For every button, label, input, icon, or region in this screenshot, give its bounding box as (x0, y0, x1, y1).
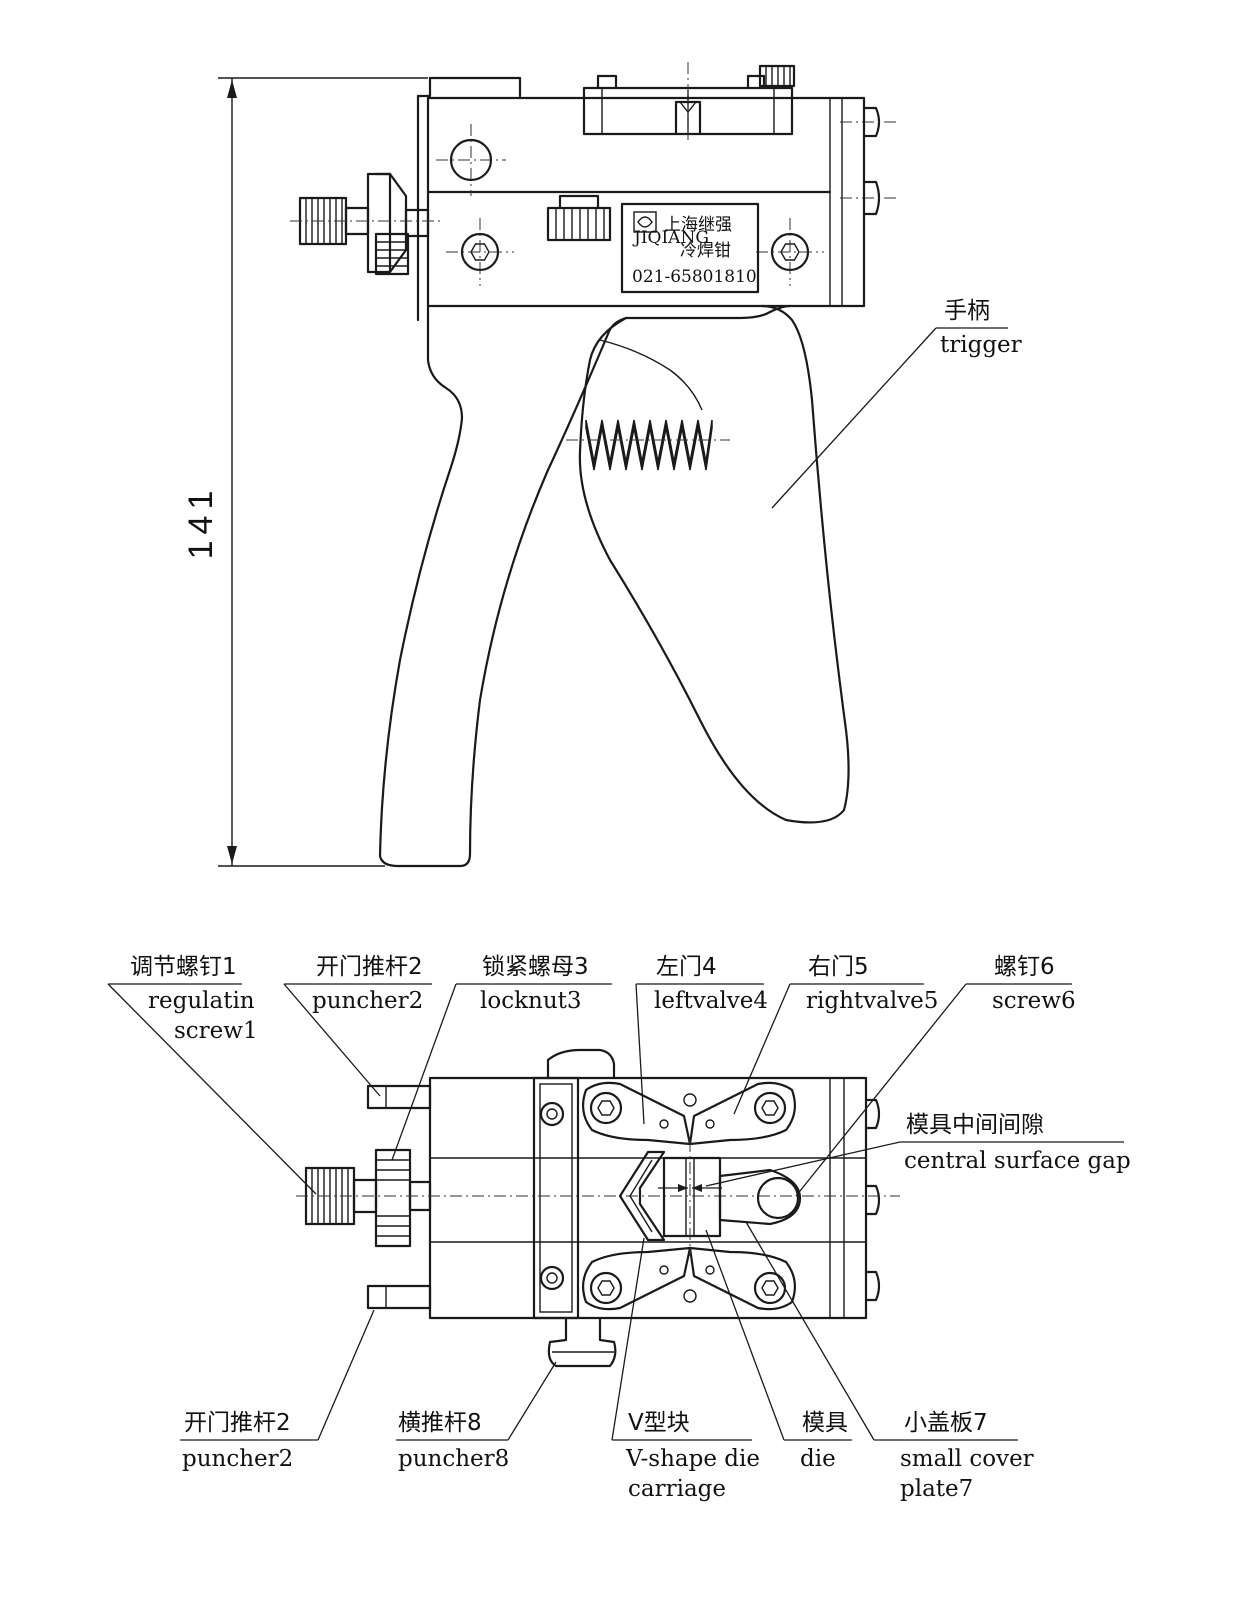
trigger-label-en: trigger (940, 332, 1022, 358)
rear-adjusting-screw (290, 172, 440, 276)
callout-puncher2-top: 开门推杆2 puncher2 (283, 954, 432, 1097)
callout-die: 模具 die (705, 1229, 852, 1472)
v-shape-label-zh: V型块 (628, 1410, 690, 1436)
screw6-label-zh: 螺钉6 (994, 954, 1055, 980)
locknut-label-en: locknut3 (480, 988, 582, 1014)
height-dimension-label: 141 (182, 485, 220, 560)
v-shape-label-en1: V-shape die (625, 1446, 760, 1472)
die (662, 1156, 722, 1238)
central-gap-label-en: central surface gap (904, 1148, 1131, 1174)
regulating-screw-label-zh: 调节螺钉1 (130, 954, 237, 980)
screw6-label-en: screw6 (992, 988, 1076, 1014)
callout-locknut: 锁紧螺母3 locknut3 (391, 954, 612, 1161)
height-dimension: 141 (182, 77, 428, 867)
side-knurled-knob (546, 206, 612, 242)
die-label-zh: 模具 (802, 1410, 848, 1436)
callout-rightvalve: 右门5 rightvalve5 (733, 954, 938, 1115)
top-locknut (374, 1148, 412, 1248)
callout-regulating-screw: 调节螺钉1 regulatin screw1 (107, 954, 317, 1195)
callout-leftvalve: 左门4 leftvalve4 (635, 954, 768, 1125)
return-spring (566, 419, 730, 471)
v-shape-label-en2: carriage (628, 1476, 726, 1502)
puncher2-top-label-en: puncher2 (312, 988, 423, 1014)
locknut-label-zh: 锁紧螺母3 (482, 954, 589, 980)
central-gap-label-zh: 模具中间间隙 (906, 1112, 1044, 1138)
small-cover-label-en2: plate7 (900, 1476, 973, 1502)
trigger-label-zh: 手柄 (944, 298, 990, 324)
small-cover-label-en1: small cover (900, 1446, 1034, 1472)
callout-puncher8: 横推杆8 puncher8 (396, 1361, 557, 1472)
bottom-valves (581, 1246, 797, 1311)
right-valve (688, 1081, 797, 1146)
puncher8-label-zh: 横推杆8 (398, 1410, 482, 1436)
puncher2-top-label-zh: 开门推杆2 (316, 954, 423, 980)
puncher2-bottom-label-en: puncher2 (182, 1446, 293, 1472)
puncher8-label-en: puncher8 (398, 1446, 509, 1472)
logo-text: JIQIANG (632, 228, 709, 248)
trigger-callout: 手柄 trigger (771, 298, 1022, 509)
trigger-handle (578, 304, 850, 824)
leftvalve-label-en: leftvalve4 (654, 988, 768, 1014)
die-label-en: die (800, 1446, 836, 1472)
logo-icon (633, 211, 657, 233)
callout-puncher2-bottom: 开门推杆2 puncher2 (180, 1309, 375, 1472)
callout-screw6: 螺钉6 screw6 (795, 954, 1076, 1197)
side-view: 141 (182, 62, 1022, 868)
regulating-screw-label-en1: regulatin (148, 988, 255, 1014)
screw6-head (756, 1176, 800, 1220)
top-knurled-nut (758, 64, 796, 88)
left-valve (581, 1081, 692, 1146)
regulating-screw-label-en2: screw1 (174, 1018, 258, 1044)
callout-small-cover: 小盖板7 small cover plate7 (745, 1221, 1034, 1502)
callout-central-gap: 模具中间间隙 central surface gap (705, 1112, 1131, 1187)
rear-plate (416, 76, 522, 322)
small-cover-plate (718, 1168, 802, 1226)
nameplate-company: 上海继强 (664, 215, 732, 235)
hex-screw-right (756, 218, 824, 286)
rightvalve-label-zh: 右门5 (808, 954, 869, 980)
nameplate-phone: 021-65801810 (632, 267, 757, 287)
hex-screw-left (446, 218, 514, 286)
top-regulating-screw (304, 1148, 432, 1248)
v-shape-carriage (618, 1150, 666, 1242)
callout-v-shape: V型块 V-shape die carriage (611, 1237, 760, 1502)
small-cover-label-zh: 小盖板7 (904, 1410, 988, 1436)
puncher8-knob (547, 1316, 617, 1368)
puncher2-bottom-label-zh: 开门推杆2 (184, 1410, 291, 1436)
rightvalve-label-en: rightvalve5 (806, 988, 938, 1014)
nameplate-product: 冷焊钳 (680, 241, 731, 261)
head-body (426, 96, 866, 308)
nameplate: JIQIANG 上海继强 冷焊钳 021-65801810 (620, 202, 760, 294)
leftvalve-label-zh: 左门4 (656, 954, 717, 980)
top-view: 调节螺钉1 regulatin screw1 开门推杆2 puncher2 锁紧… (107, 954, 1131, 1502)
